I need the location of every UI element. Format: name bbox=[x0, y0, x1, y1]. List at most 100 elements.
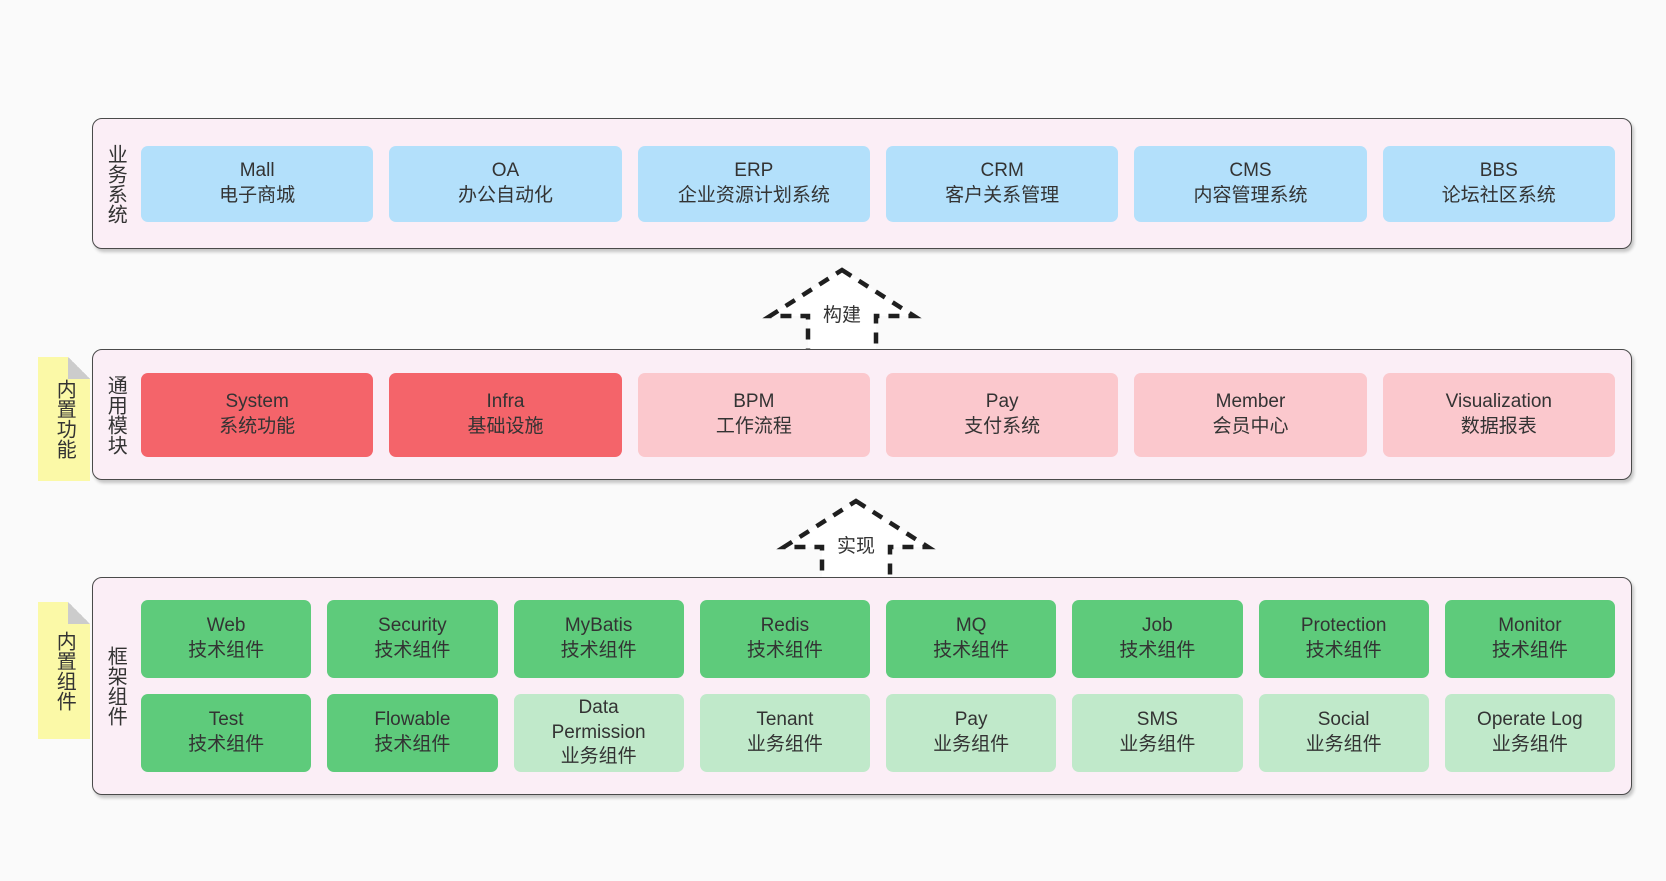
card-visualization[interactable]: Visualization 数据报表 bbox=[1382, 372, 1615, 457]
card-subtitle: 业务组件 bbox=[933, 734, 1010, 755]
card-subtitle: 电子商城 bbox=[219, 184, 296, 206]
card-title: Flowable bbox=[374, 709, 451, 731]
card-subtitle: 技术组件 bbox=[933, 640, 1010, 661]
card-title: Test bbox=[208, 709, 244, 731]
card-subtitle: 业务组件 bbox=[1305, 734, 1382, 755]
card-title-2: Permission bbox=[551, 721, 646, 743]
card-subtitle: 内容管理系统 bbox=[1193, 184, 1308, 206]
layer-body-business: Mall 电子商城 OA 办公自动化 ERP 企业资源计划系统 CRM 客户关系… bbox=[137, 119, 1631, 248]
layer-common-modules: 通用模块 System 系统功能 Infra 基础设施 BPM 工作流程 Pay bbox=[92, 349, 1632, 480]
card-title: Data bbox=[578, 696, 619, 718]
card-subtitle: 基础设施 bbox=[467, 415, 544, 437]
card-erp[interactable]: ERP 企业资源计划系统 bbox=[637, 145, 870, 222]
card-subtitle: 技术组件 bbox=[188, 734, 265, 755]
card-subtitle: 业务组件 bbox=[560, 746, 637, 768]
card-sms[interactable]: SMS 业务组件 bbox=[1072, 694, 1243, 772]
card-test[interactable]: Test 技术组件 bbox=[141, 694, 312, 772]
arrow-build-label: 构建 bbox=[822, 305, 862, 326]
layer-title-modules: 通用模块 bbox=[104, 374, 127, 455]
card-title: Web bbox=[206, 615, 246, 637]
card-title: BBS bbox=[1479, 159, 1518, 181]
card-subtitle: 企业资源计划系统 bbox=[677, 184, 830, 206]
note-label: 内置功能 bbox=[53, 379, 76, 459]
business-card-row: Mall 电子商城 OA 办公自动化 ERP 企业资源计划系统 CRM 客户关系… bbox=[141, 145, 1615, 222]
card-flowable[interactable]: Flowable 技术组件 bbox=[327, 694, 498, 772]
card-bpm[interactable]: BPM 工作流程 bbox=[637, 372, 870, 457]
card-crm[interactable]: CRM 客户关系管理 bbox=[885, 145, 1119, 222]
card-cms[interactable]: CMS 内容管理系统 bbox=[1134, 145, 1367, 222]
card-title: ERP bbox=[734, 159, 774, 181]
layer-title-business: 业务系统 bbox=[104, 143, 127, 224]
arrow-implement-label: 实现 bbox=[836, 536, 876, 557]
card-subtitle: 数据报表 bbox=[1460, 415, 1537, 437]
card-subtitle: 系统功能 bbox=[219, 415, 296, 437]
card-subtitle: 技术组件 bbox=[746, 640, 823, 661]
card-mq[interactable]: MQ 技术组件 bbox=[886, 600, 1057, 678]
card-pay-module[interactable]: Pay 支付系统 bbox=[885, 372, 1119, 457]
card-title: Tenant bbox=[756, 709, 814, 731]
card-tenant[interactable]: Tenant 业务组件 bbox=[699, 694, 870, 772]
arrow-build: 构建 bbox=[762, 264, 922, 356]
card-member[interactable]: Member 会员中心 bbox=[1134, 372, 1367, 457]
card-title: Redis bbox=[760, 615, 810, 637]
note-builtin-features: 内置功能 bbox=[38, 357, 90, 481]
card-protection[interactable]: Protection 技术组件 bbox=[1258, 600, 1429, 678]
card-subtitle: 技术组件 bbox=[1305, 640, 1382, 661]
card-monitor[interactable]: Monitor 技术组件 bbox=[1444, 600, 1615, 678]
card-subtitle: 技术组件 bbox=[188, 640, 265, 661]
card-title: SMS bbox=[1136, 709, 1178, 731]
card-subtitle: 会员中心 bbox=[1212, 415, 1289, 437]
card-title: Security bbox=[378, 615, 447, 637]
card-title: Infra bbox=[486, 390, 525, 412]
card-title: CRM bbox=[980, 159, 1024, 181]
card-title: CMS bbox=[1229, 159, 1272, 181]
card-redis[interactable]: Redis 技术组件 bbox=[699, 600, 870, 678]
card-subtitle: 技术组件 bbox=[374, 640, 451, 661]
card-data-permission[interactable]: Data Permission 业务组件 bbox=[513, 694, 684, 772]
card-bbs[interactable]: BBS 论坛社区系统 bbox=[1382, 145, 1615, 222]
arrow-build-shape bbox=[762, 267, 922, 355]
card-title: Monitor bbox=[1498, 615, 1562, 637]
module-card-row: System 系统功能 Infra 基础设施 BPM 工作流程 Pay 支付系统… bbox=[141, 372, 1615, 457]
note-builtin-components: 内置组件 bbox=[38, 602, 90, 739]
card-subtitle: 业务组件 bbox=[1491, 734, 1568, 755]
card-pay-component[interactable]: Pay 业务组件 bbox=[886, 694, 1057, 772]
card-subtitle: 技术组件 bbox=[374, 734, 451, 755]
card-title: System bbox=[225, 390, 289, 412]
card-subtitle: 技术组件 bbox=[1119, 640, 1196, 661]
card-job[interactable]: Job 技术组件 bbox=[1072, 600, 1243, 678]
card-mybatis[interactable]: MyBatis 技术组件 bbox=[513, 600, 684, 678]
card-title: BPM bbox=[733, 390, 775, 412]
note-label: 内置组件 bbox=[53, 630, 76, 711]
layer-body-modules: System 系统功能 Infra 基础设施 BPM 工作流程 Pay 支付系统… bbox=[137, 350, 1631, 479]
arrow-implement-shape bbox=[776, 498, 936, 586]
layer-body-components: Web 技术组件 Security 技术组件 MyBatis 技术组件 Redi… bbox=[137, 578, 1631, 794]
component-row-tech: Web 技术组件 Security 技术组件 MyBatis 技术组件 Redi… bbox=[141, 600, 1615, 678]
card-title: Protection bbox=[1300, 615, 1387, 637]
card-title: Operate Log bbox=[1477, 709, 1583, 731]
arrow-implement: 实现 bbox=[776, 495, 936, 587]
card-subtitle: 技术组件 bbox=[560, 640, 637, 661]
card-social[interactable]: Social 业务组件 bbox=[1258, 694, 1429, 772]
card-subtitle: 技术组件 bbox=[1491, 640, 1568, 661]
layer-framework-components: 框架组件 Web 技术组件 Security 技术组件 MyBatis 技术组件 bbox=[92, 577, 1632, 795]
card-operate-log[interactable]: Operate Log 业务组件 bbox=[1444, 694, 1615, 772]
card-infra[interactable]: Infra 基础设施 bbox=[389, 372, 622, 457]
card-title: OA bbox=[491, 159, 520, 181]
card-security[interactable]: Security 技术组件 bbox=[327, 600, 498, 678]
card-subtitle: 业务组件 bbox=[746, 734, 823, 755]
card-title: Mall bbox=[239, 159, 275, 181]
card-system[interactable]: System 系统功能 bbox=[141, 372, 374, 457]
card-title: Job bbox=[1142, 615, 1173, 637]
card-subtitle: 支付系统 bbox=[964, 415, 1041, 437]
card-subtitle: 客户关系管理 bbox=[945, 184, 1060, 206]
component-rows: Web 技术组件 Security 技术组件 MyBatis 技术组件 Redi… bbox=[141, 600, 1615, 772]
card-oa[interactable]: OA 办公自动化 bbox=[389, 145, 622, 222]
card-subtitle: 办公自动化 bbox=[457, 184, 553, 206]
card-title: Pay bbox=[985, 390, 1019, 412]
layer-business-systems: 业务系统 Mall 电子商城 OA 办公自动化 ERP 企业资源计划系统 CRM bbox=[92, 118, 1632, 249]
card-mall[interactable]: Mall 电子商城 bbox=[141, 145, 374, 222]
card-web[interactable]: Web 技术组件 bbox=[141, 600, 312, 678]
layer-title-components: 框架组件 bbox=[104, 646, 127, 726]
